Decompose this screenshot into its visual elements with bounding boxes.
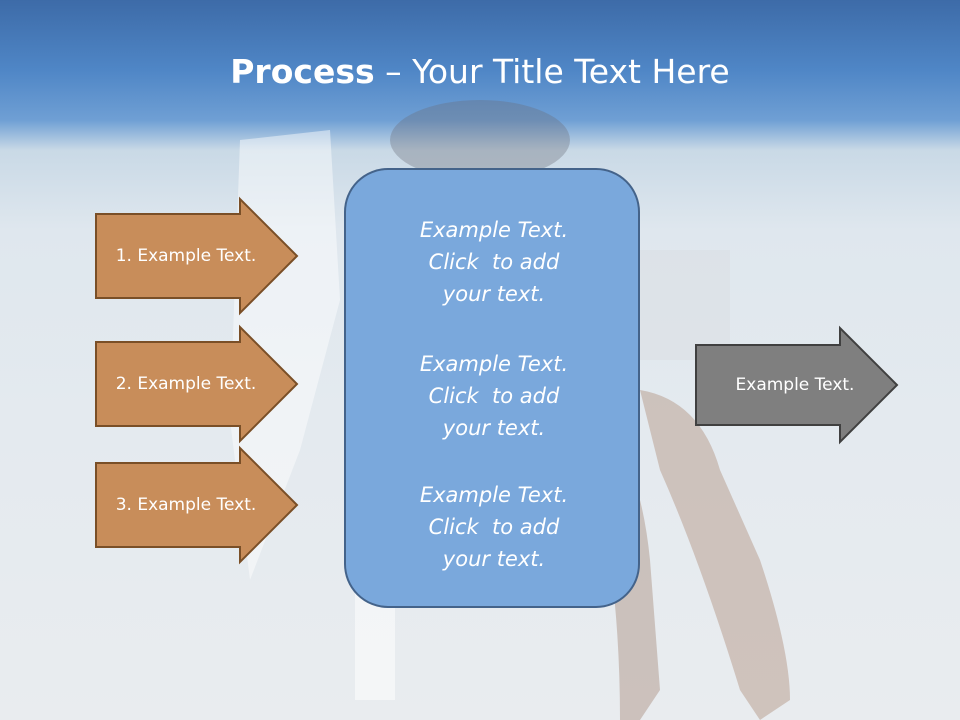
step-arrow-1[interactable]: 1. Example Text. (95, 196, 300, 316)
center-paragraph-2: Example Text. Click to add your text. (346, 348, 642, 444)
arrow-shape-icon (695, 325, 899, 445)
arrow-shape-icon (95, 445, 299, 565)
paragraph-line: Click to add (428, 515, 560, 539)
paragraph-line: Click to add (428, 250, 560, 274)
center-paragraph-3: Example Text. Click to add your text. (346, 479, 642, 575)
center-paragraph-1: Example Text. Click to add your text. (346, 214, 642, 310)
title-bold: Process (230, 52, 375, 91)
paragraph-line: Example Text. (419, 352, 569, 376)
step-label: 1. Example Text. (115, 246, 257, 266)
title-rest: – Your Title Text Here (374, 52, 730, 91)
step-label: 3. Example Text. (115, 495, 257, 515)
paragraph-line: your text. (442, 416, 546, 440)
paragraph-line: Example Text. (419, 483, 569, 507)
output-arrow[interactable]: Example Text. (695, 325, 900, 445)
step-arrow-3[interactable]: 3. Example Text. (95, 445, 300, 565)
step-label: 2. Example Text. (115, 374, 257, 394)
paragraph-line: Click to add (428, 384, 560, 408)
paragraph-line: your text. (442, 547, 546, 571)
paragraph-line: your text. (442, 282, 546, 306)
slide-title: Process – Your Title Text Here (0, 52, 960, 91)
arrow-shape-icon (95, 196, 299, 316)
arrow-shape-icon (95, 324, 299, 444)
center-text-box[interactable]: Example Text. Click to add your text. Ex… (344, 168, 640, 608)
paragraph-line: Example Text. (419, 218, 569, 242)
step-arrow-2[interactable]: 2. Example Text. (95, 324, 300, 444)
output-label: Example Text. (735, 375, 855, 395)
